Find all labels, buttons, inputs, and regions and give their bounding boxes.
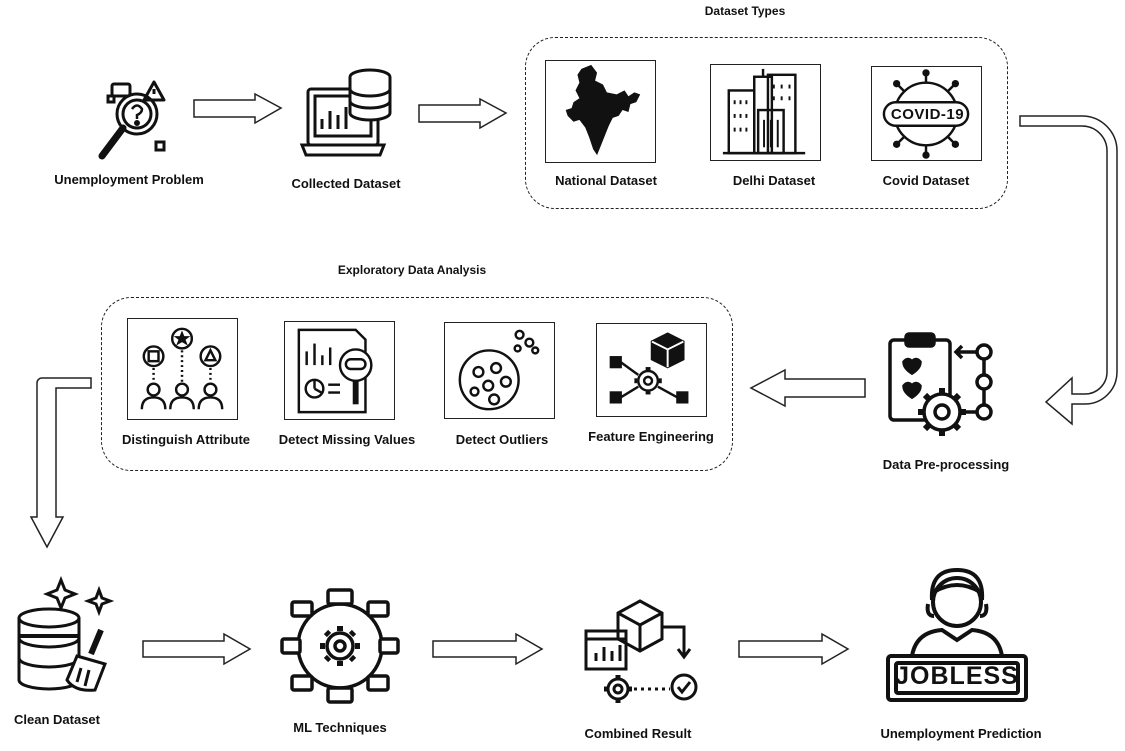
jobless-person-icon: JOBLESS (882, 564, 1032, 712)
jobless-sign-text: JOBLESS (895, 662, 1019, 690)
distinguish-attribute-box (127, 318, 238, 420)
data-preprocessing-label: Data Pre-processing (882, 457, 1010, 472)
arrow-preprocessing-to-eda (749, 368, 866, 408)
arrow-types-to-preprocessing (1019, 115, 1118, 426)
covid-virus-icon (882, 69, 970, 159)
arrow-eda-to-clean (29, 377, 92, 549)
feature-engineering-box (596, 323, 707, 417)
covid-dataset-label: Covid Dataset (882, 173, 970, 188)
detect-missing-values-box (284, 321, 395, 420)
arrow-combined-to-prediction (738, 632, 850, 666)
detect-outliers-label: Detect Outliers (455, 432, 549, 447)
combined-result-label: Combined Result (584, 726, 692, 741)
people-shapes-icon (140, 327, 224, 410)
detect-outliers-box (444, 322, 555, 419)
national-dataset-label: National Dataset (555, 173, 657, 188)
report-search-icon (297, 328, 373, 414)
delhi-dataset-label: Delhi Dataset (732, 173, 816, 188)
magnifier-question-icon (92, 78, 182, 166)
outliers-dots-icon (458, 329, 540, 411)
clean-dataset-label: Clean Dataset (14, 712, 100, 727)
collected-dataset-label: Collected Dataset (291, 176, 401, 191)
arrow-problem-to-collected (193, 92, 283, 125)
network-gear-icon (278, 584, 402, 708)
india-map-icon (565, 64, 641, 156)
dataset-types-group (525, 37, 1008, 209)
eda-title: Exploratory Data Analysis (337, 263, 487, 277)
ml-techniques-label: ML Techniques (293, 720, 387, 735)
feature-cubes-icon (609, 332, 689, 404)
arrow-collected-to-types (418, 97, 508, 130)
laptop-database-icon (298, 67, 398, 162)
clipboard-gear-icon (886, 332, 1000, 444)
arrow-clean-to-ml (142, 632, 252, 666)
dataset-types-title: Dataset Types (704, 4, 786, 18)
covid-icon-text: COVID-19 (890, 106, 965, 123)
distinguish-attribute-label: Distinguish Attribute (121, 432, 251, 447)
arrow-ml-to-combined (432, 632, 544, 666)
detect-missing-values-label: Detect Missing Values (278, 432, 416, 447)
feature-engineering-label: Feature Engineering (588, 429, 714, 444)
eda-group (101, 297, 733, 471)
cube-chart-check-icon (578, 593, 704, 709)
covid-dataset-box: COVID-19 (871, 66, 982, 161)
unemployment-prediction-label: Unemployment Prediction (880, 726, 1042, 741)
national-dataset-box (545, 60, 656, 163)
unemployment-problem-label: Unemployment Problem (54, 172, 204, 187)
database-broom-icon (15, 576, 117, 696)
delhi-dataset-box (710, 64, 821, 161)
city-buildings-icon (722, 68, 806, 155)
